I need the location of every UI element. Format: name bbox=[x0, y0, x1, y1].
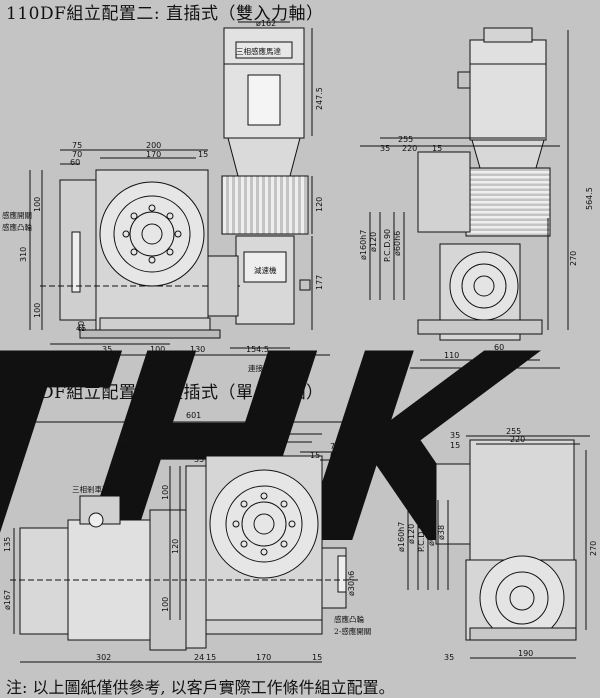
c2-dim-35: 35 bbox=[102, 345, 112, 354]
c3-dim-120: 120 bbox=[171, 539, 180, 554]
c2-dim-35b: 35 bbox=[380, 144, 390, 153]
c3-dim-phi167: ø167 bbox=[3, 590, 12, 610]
c2-dim-170: 170 bbox=[146, 150, 161, 159]
c2-dim-220: 220 bbox=[402, 144, 417, 153]
footer-note: 注: 以上圖紙僅供參考, 以客戶實際工作條件組立配置。 bbox=[6, 678, 395, 697]
config2-heading: 110DF組立配置二: 直插式（雙入力軸） bbox=[6, 4, 324, 24]
c3-dim-15: 15 bbox=[310, 451, 320, 460]
c2-label-sensor-cam: 感應凸輪 bbox=[2, 222, 32, 232]
c2-label-base-plate: 連接基板 bbox=[248, 363, 278, 373]
c2-dim-15: 15 bbox=[198, 150, 208, 159]
c3-dim-270: 270 bbox=[589, 541, 598, 556]
c3-label-brake-motor: 三相剎車減速馬達 bbox=[72, 484, 132, 494]
c2-dim-pcd90: P.C.D.90 bbox=[383, 229, 392, 262]
c3-dim-35: 35 bbox=[194, 455, 204, 464]
config3-side-view bbox=[407, 435, 590, 659]
c3-dim-15d: 15 bbox=[450, 441, 460, 450]
c3-dim-phi160: ø160h7 bbox=[397, 522, 406, 552]
c2-dim-100c: 100 bbox=[150, 345, 165, 354]
c3-dim-170: 170 bbox=[254, 443, 269, 452]
c3-base-plate bbox=[185, 465, 207, 649]
c2-dim-75: 75 bbox=[72, 141, 82, 150]
c2-dim-20: 20 bbox=[77, 321, 86, 331]
c3-dim-phi120: ø120 bbox=[407, 524, 416, 544]
c2-dim-120: 120 bbox=[315, 197, 324, 212]
c3-label-sensor-cam: 感應凸輪 bbox=[334, 614, 364, 624]
c2-dim-310: 310 bbox=[19, 247, 28, 262]
config3-front-view bbox=[10, 421, 360, 663]
c3-dim-phi60: ø60h6 bbox=[427, 521, 436, 546]
c3-dim-220: 220 bbox=[510, 435, 525, 444]
c2-dim-200: 200 bbox=[146, 141, 161, 150]
c3-side-housing bbox=[469, 439, 575, 561]
c2-dim-564-5: 564.5 bbox=[585, 187, 594, 210]
c3-dim-302: 302 bbox=[96, 653, 111, 662]
c2-dim-100b: 100 bbox=[33, 303, 42, 318]
c3-sensor-cam bbox=[337, 555, 347, 593]
c3-motor-endcap bbox=[19, 527, 69, 635]
c2-dim-177: 177 bbox=[315, 275, 324, 290]
c3-dim-phi30: ø30h6 bbox=[347, 571, 356, 596]
c3-dim-200: 200 bbox=[254, 433, 269, 442]
c3-dim-15c: 15 bbox=[312, 653, 322, 662]
c2-dim-phi60: ø60h6 bbox=[393, 231, 402, 256]
c3-label-sensor-switch: 2-感應開關 bbox=[334, 626, 371, 636]
c3-dim-100a: 100 bbox=[161, 485, 170, 500]
c3-dim-190: 190 bbox=[518, 649, 533, 658]
c2-dim-110b: 110 bbox=[514, 351, 529, 360]
c3-dim-phi38: ø38 bbox=[437, 525, 446, 540]
config2-front-view bbox=[29, 21, 330, 356]
c2-label-sensor-switch: 感應開關 bbox=[2, 210, 32, 220]
c3-dim-pcd90: P.C.D.90 bbox=[417, 519, 426, 552]
c2-label-motor: 三相感應馬達 bbox=[236, 46, 281, 56]
c2-dim-255: 255 bbox=[398, 135, 413, 144]
c3-dim-60: 60 bbox=[330, 451, 340, 460]
c3-dim-170b: 170 bbox=[256, 653, 271, 662]
c2-dim-100a: 100 bbox=[33, 197, 42, 212]
c2-dim-270: 270 bbox=[569, 251, 578, 266]
c2-dim-phi160: ø160h7 bbox=[359, 230, 368, 260]
c3-dim-275: 275 bbox=[256, 421, 271, 430]
c2-dim-15b: 15 bbox=[432, 144, 442, 153]
c2-side-motor bbox=[469, 39, 547, 141]
c3-label-base-plate: 連接基板 bbox=[118, 442, 148, 452]
c2-dim-130: 130 bbox=[190, 345, 205, 354]
c2-side-fins bbox=[465, 167, 551, 237]
c2-dim-110a: 110 bbox=[444, 351, 459, 360]
c3-dim-255: 255 bbox=[506, 427, 521, 436]
c2-dim-154-5: 154.5 bbox=[246, 345, 269, 354]
c2-dim-70: 70 bbox=[72, 150, 82, 159]
c3-dim-70: 70 bbox=[330, 442, 340, 451]
c2-dim-phi120: ø120 bbox=[369, 232, 378, 252]
c3-dim-24: 24 bbox=[194, 653, 204, 662]
c2-cooling-fins bbox=[221, 175, 309, 235]
c2-dim-60: 60 bbox=[70, 158, 80, 167]
c3-dim-35c: 35 bbox=[444, 653, 454, 662]
c3-dim-601: 601 bbox=[186, 411, 201, 420]
c2-dim-phi162: ø162 bbox=[256, 19, 276, 28]
c3-dim-15b: 15 bbox=[206, 653, 216, 662]
c3-dim-35b: 35 bbox=[450, 431, 460, 440]
c2-dim-285: 285 bbox=[476, 369, 491, 378]
c3-dim-135: 135 bbox=[3, 537, 12, 552]
c2-label-reducer: 減速機 bbox=[254, 265, 277, 275]
c2-dim-60b: 60 bbox=[494, 343, 504, 352]
c2-sensor-cam bbox=[71, 231, 81, 293]
c3-dim-100b: 100 bbox=[161, 597, 170, 612]
c2-dim-45: 45 bbox=[76, 324, 86, 333]
c2-output-flange bbox=[99, 181, 205, 287]
c2-dim-466: 466 bbox=[176, 355, 191, 364]
config3-heading: 110DF組立配置三: 直插式（單入力軸） bbox=[6, 383, 324, 403]
config2-side-view bbox=[360, 27, 569, 369]
c2-dim-247-5: 247.5 bbox=[315, 87, 324, 110]
